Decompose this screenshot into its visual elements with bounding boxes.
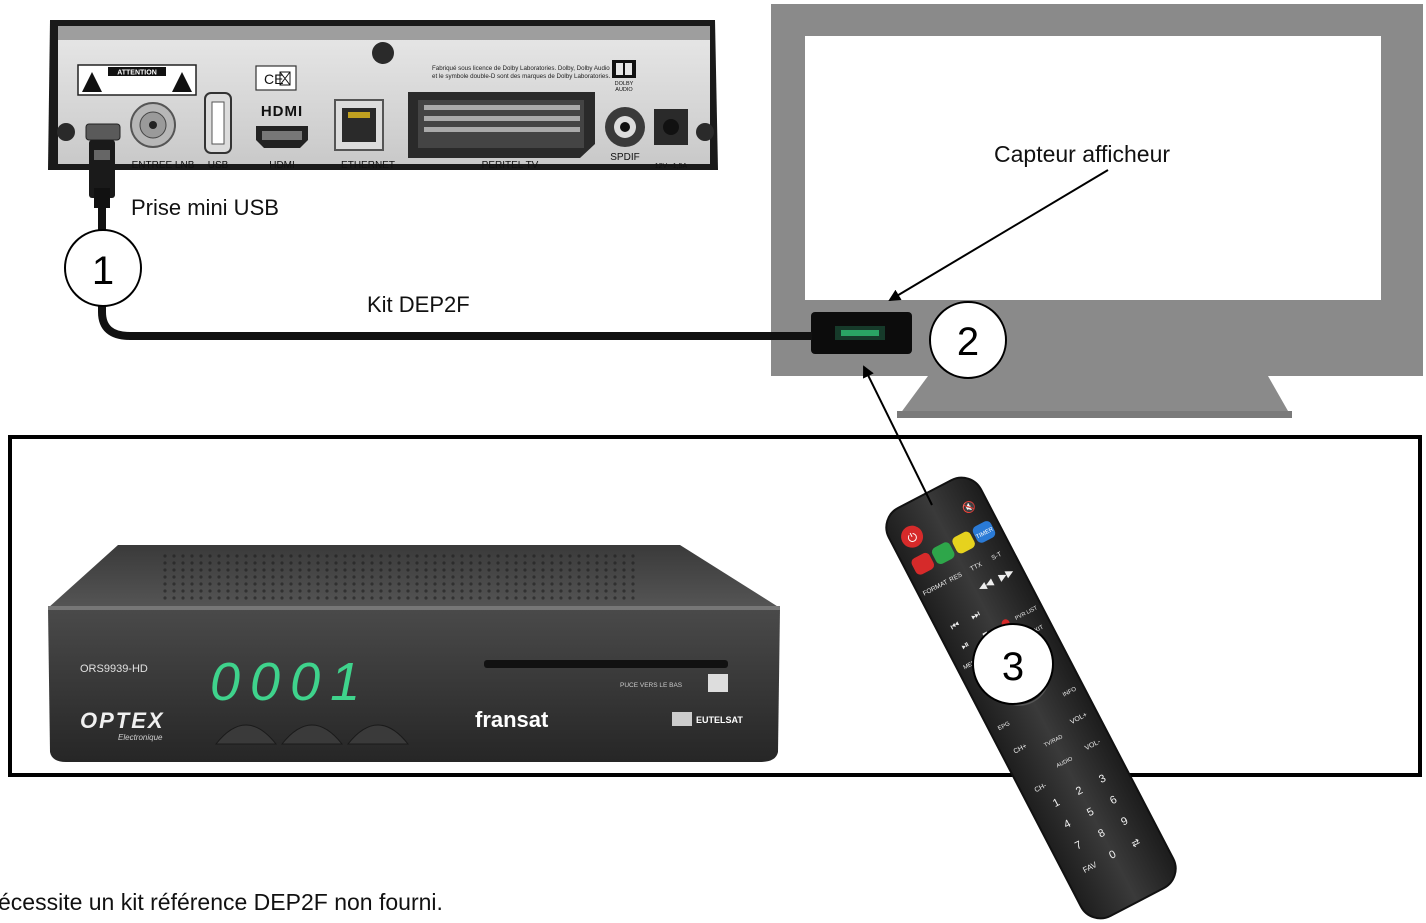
key-st: S-T [990,551,1003,562]
key-8: 8 [1096,827,1107,840]
port-label-usb: USB [208,160,229,171]
dolby-logo-text: DOLBY [615,81,634,87]
remote-blue-key [972,521,996,543]
ir-receiver [811,312,912,354]
key-2: 2 [1074,784,1085,797]
hdmi-logo: HDMI [261,103,303,120]
key-epg: EPG [997,721,1011,732]
key-exit: EXIT [1030,624,1045,636]
fransat-logo: fransat [475,707,549,732]
port-label-spdif: SPDIF [610,152,639,163]
eutelsat-logo: EUTELSAT [696,715,743,725]
mini-usb-port [85,123,121,141]
scart-pins [424,105,580,132]
port-label-lnb: ENTREE LNB [132,160,195,171]
svg-text:3: 3 [1002,645,1024,689]
port-label-power: 12V⎓1,5A [655,163,688,170]
remote-arrow [863,365,933,506]
card-slot [484,660,728,668]
key-5: 5 [1085,806,1096,819]
dolby-logo [612,60,636,78]
model-label: ORS9939-HD [80,663,148,675]
key-0: 0 [1107,848,1118,861]
dolby-notice-2: et le symbole double-D sont des marques … [432,73,610,80]
svg-text:2: 2 [957,320,979,364]
ce-label [255,65,297,91]
port-label-scart: PERITEL TV [482,160,539,171]
marker-3: 3 [972,623,1054,705]
key-3: 3 [1097,772,1108,785]
sensor-arrow [888,169,1109,302]
optex-logo: OPTEX [80,708,165,733]
kit-label: Kit DEP2F [367,292,470,317]
tv-stand-base [897,411,1292,418]
remote-power-button [901,525,924,548]
receiver-face [48,608,780,762]
remote-yellow-key [952,531,975,554]
optex-logo-sub: Electronique [118,733,163,742]
key-9: 9 [1119,815,1130,828]
ce-mark: CE [264,71,283,87]
front-view-frame [8,435,1422,777]
key-4: 4 [1062,818,1073,831]
led-display: 0001 [210,652,370,712]
svg-text:1: 1 [92,249,114,293]
remote-red-key [911,552,935,575]
dep2f-cable [89,140,812,340]
tv-stand [897,376,1292,418]
dolby-logo-text-2: AUDIO [615,87,633,93]
attention-title: ATTENTION [117,70,157,77]
sensor-label: Capteur afficheur [994,141,1171,167]
port-label-hdmi: HDMI [269,160,295,171]
rear-panel: ATTENTION CE Fabriqué sous licence de Do… [48,20,718,171]
dolby-notice-1: Fabriqué sous licence de Dolby Laborator… [432,65,610,72]
mini-usb-label: Prise mini USB [131,195,279,220]
card-slot-label: PUCE VERS LE BAS [620,682,683,689]
receiver-front: ORS9939-HD 0001 OPTEX Electronique PUCE … [48,545,780,762]
port-label-ethernet: ETHERNET [341,160,395,171]
mute-icon: 🔇 [960,499,978,517]
marker-2: 2 [929,301,1007,379]
key-6: 6 [1108,794,1119,807]
remote-green-key [931,542,955,565]
key-7: 7 [1073,839,1084,852]
footnote: écessite un kit référence DEP2F non four… [0,889,443,915]
key-1: 1 [1051,796,1062,809]
television [771,4,1423,418]
tv-screen [805,36,1381,300]
marker-1: 1 [64,229,142,307]
front-buttons [214,724,410,745]
